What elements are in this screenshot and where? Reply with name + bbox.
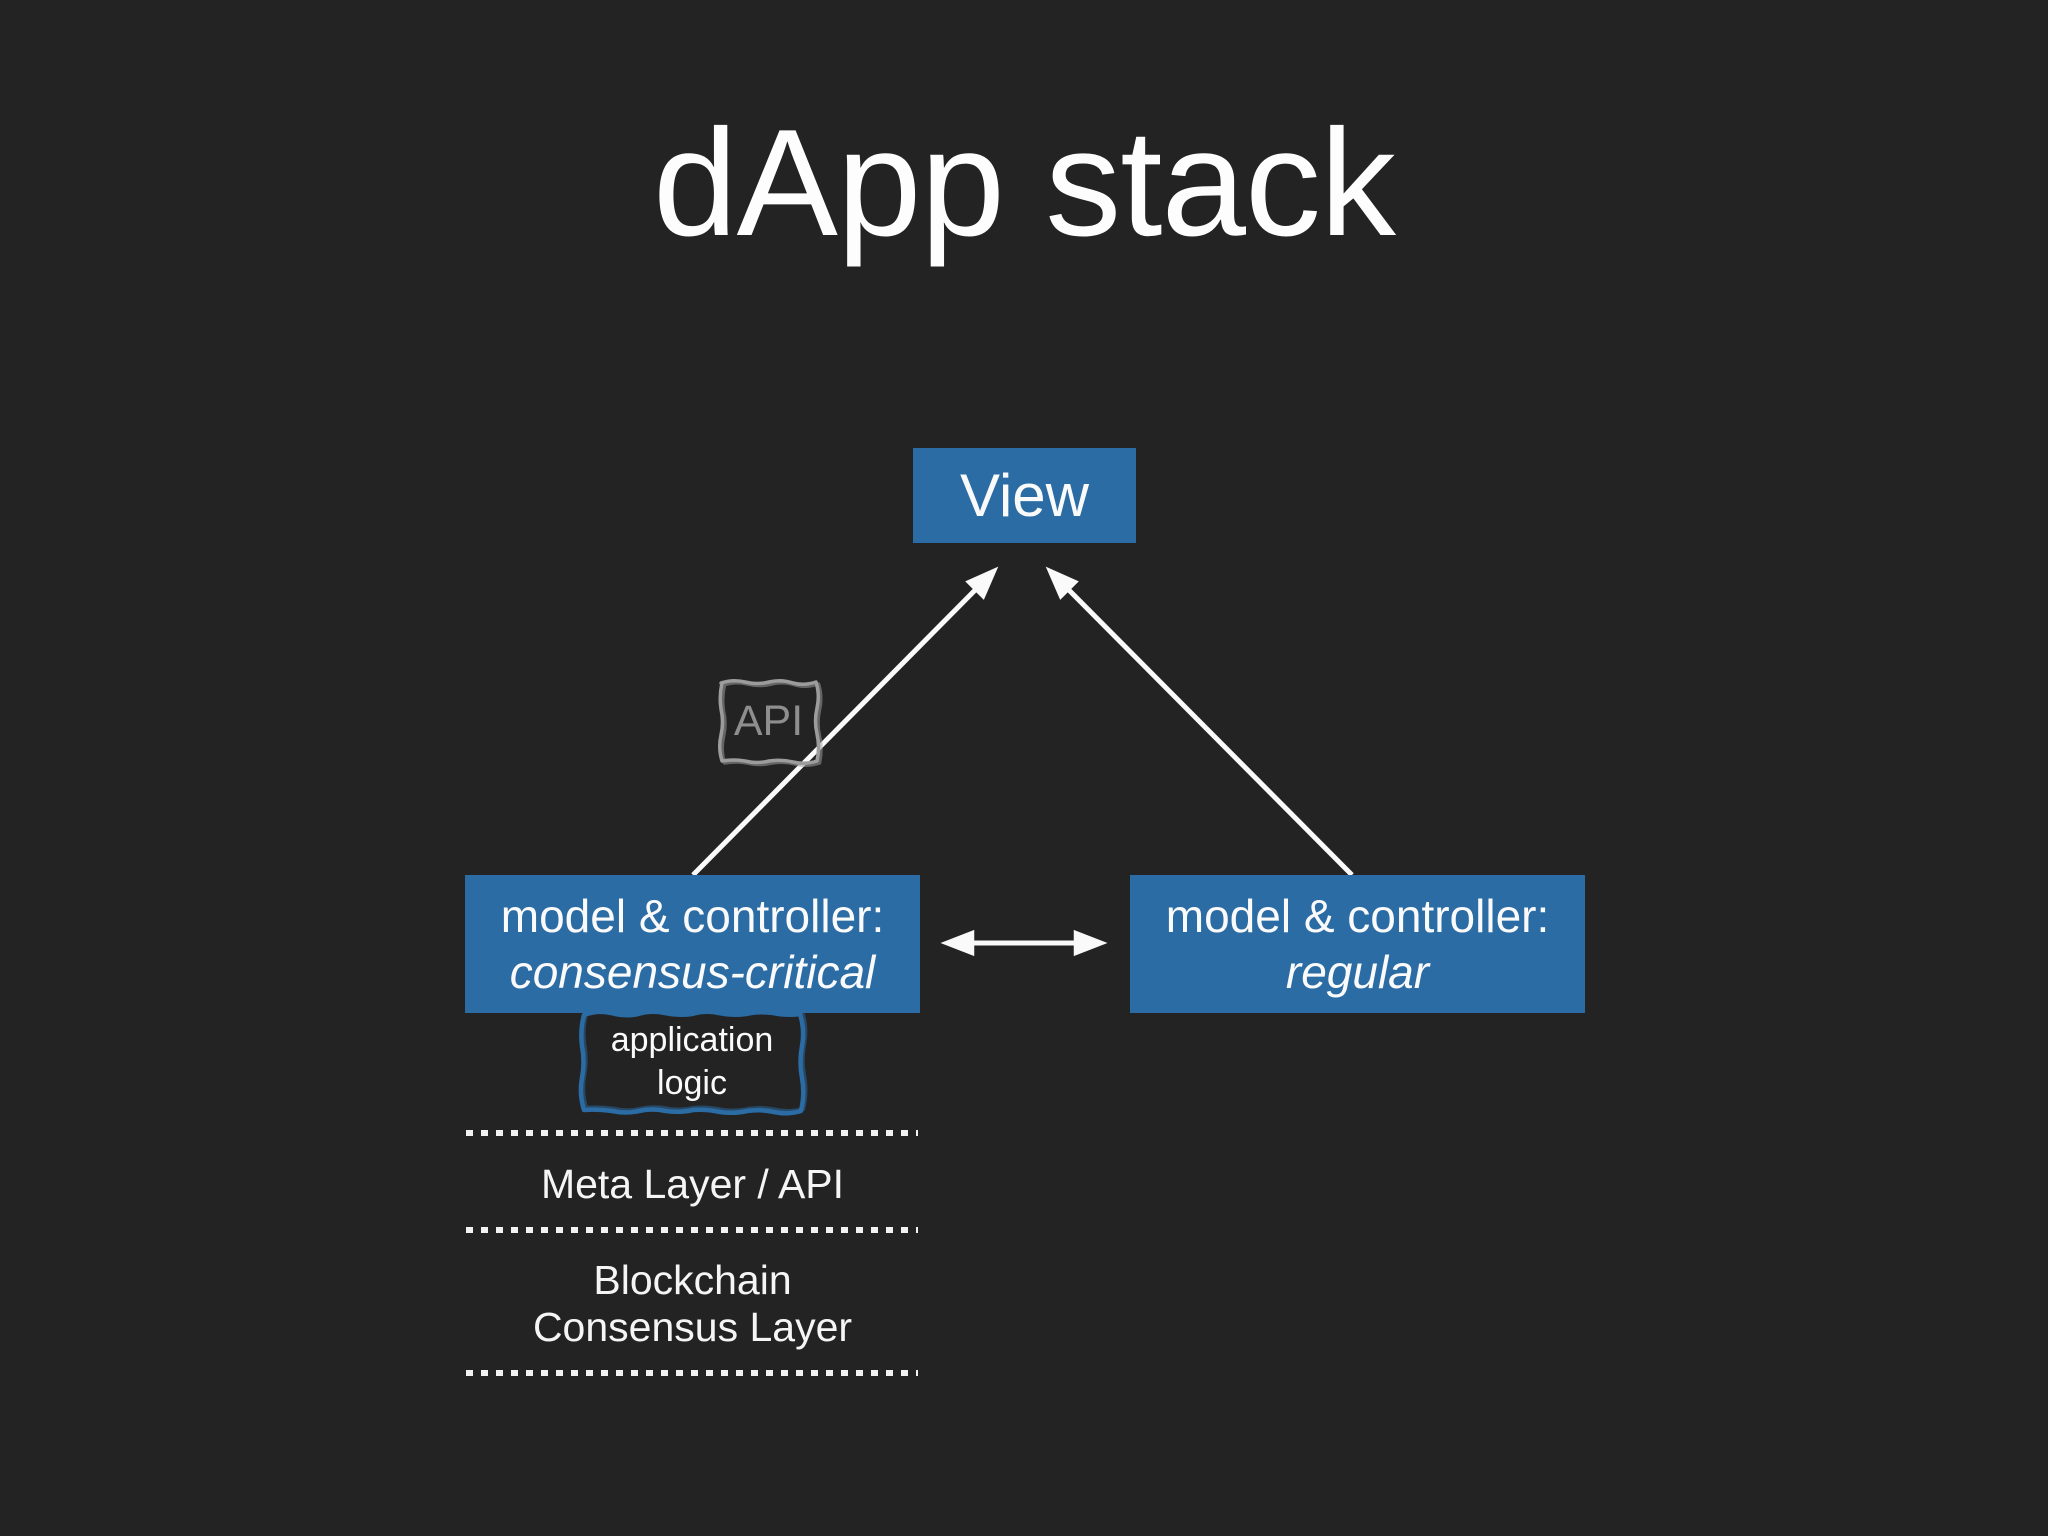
node-view-label: View [960, 462, 1089, 529]
api-badge: API [720, 682, 817, 760]
blockchain-layer-label-line2: Consensus Layer [532, 1303, 853, 1350]
api-badge-label: API [733, 696, 804, 745]
node-application-logic: application logic [583, 1013, 801, 1110]
meta-layer-label: Meta Layer / API [465, 1161, 920, 1208]
node-model-controller-consensus-critical: model & controller: consensus-critical [465, 875, 920, 1013]
node-app-logic-line2: logic [657, 1063, 727, 1102]
blockchain-layer-label: Blockchain Consensus Layer [465, 1257, 920, 1350]
node-mc-regular-line2: regular [1285, 946, 1430, 998]
node-view: View [913, 448, 1136, 543]
node-mc-consensus-line1: model & controller: [500, 889, 885, 942]
node-mc-consensus-line2: consensus-critical [509, 946, 876, 998]
node-model-controller-regular: model & controller: regular [1130, 875, 1585, 1013]
meta-layer-label-text: Meta Layer / API [540, 1161, 845, 1207]
blockchain-layer-label-line1: Blockchain [593, 1257, 792, 1303]
node-mc-regular-line1: model & controller: [1165, 889, 1550, 942]
slide-title: dApp stack [653, 98, 1396, 268]
arrow-regular-to-view [1045, 566, 1354, 877]
node-app-logic-line1: application [610, 1021, 774, 1059]
